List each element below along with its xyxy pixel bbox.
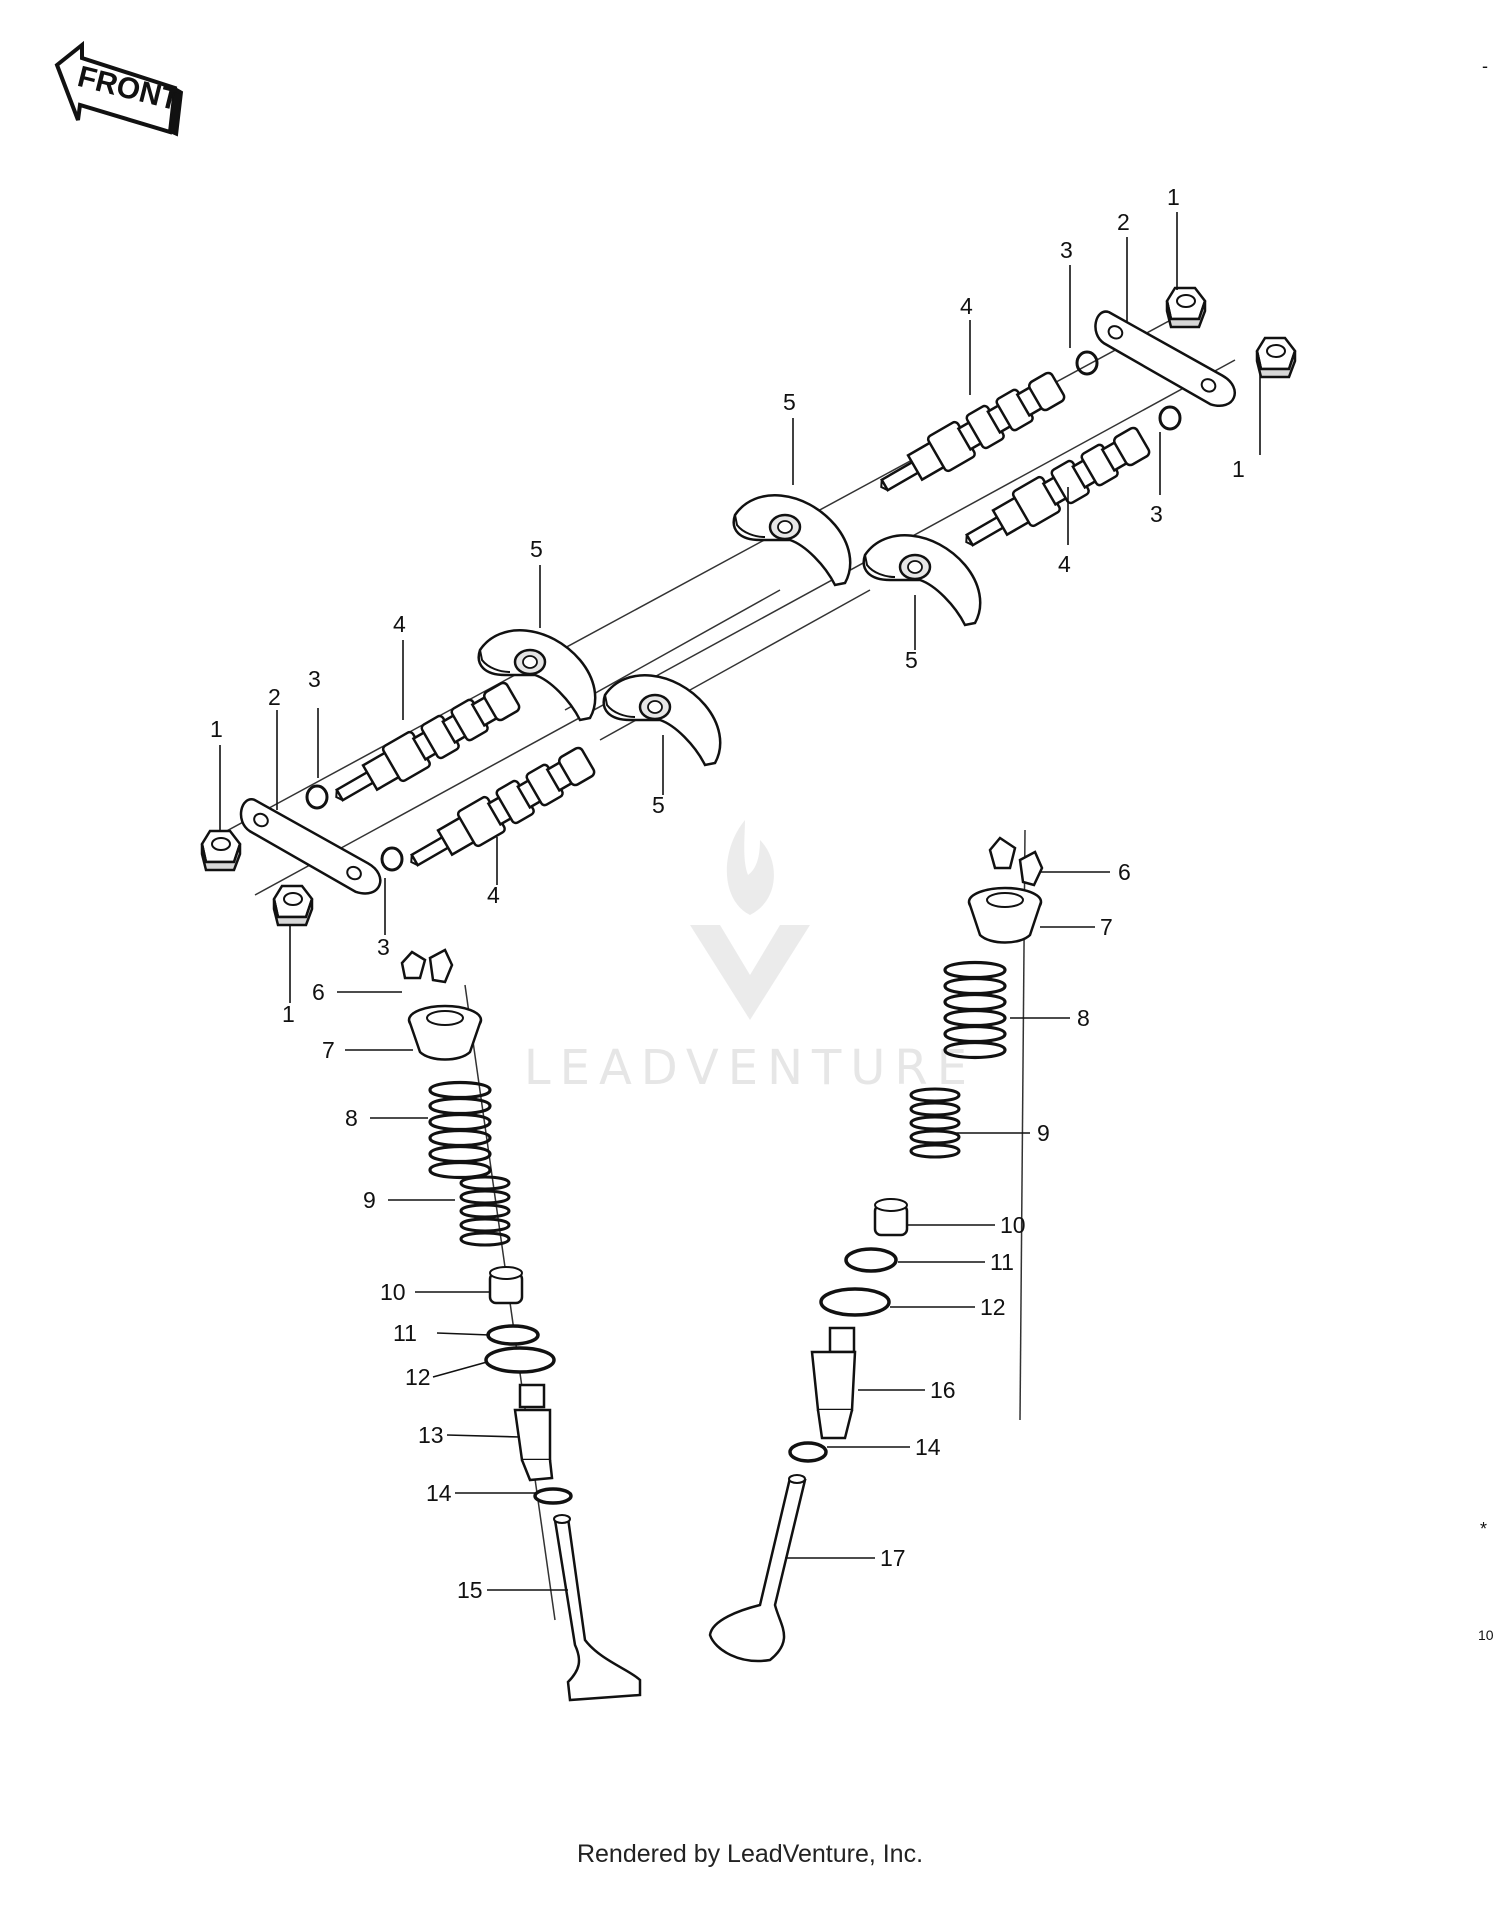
edge-mark-dash: - bbox=[1482, 56, 1488, 76]
o-ring-part bbox=[1158, 405, 1182, 431]
spring-seat-part bbox=[486, 1324, 540, 1346]
nut-part bbox=[1255, 336, 1297, 379]
spring-seat-part bbox=[819, 1287, 891, 1317]
o-ring-part bbox=[1075, 350, 1099, 376]
left-upper-part-group bbox=[200, 629, 722, 927]
o-ring-part bbox=[788, 1441, 828, 1463]
front-arrow-icon: FRONT bbox=[54, 40, 184, 137]
valve-stem-seal-part bbox=[873, 1198, 909, 1237]
exhaust-valve-part bbox=[553, 1514, 642, 1702]
outer-valve-spring-part bbox=[943, 960, 1007, 1060]
rocker-arm-part bbox=[602, 674, 722, 767]
callout-1: 1 bbox=[1167, 184, 1180, 210]
rocker-arm-part bbox=[732, 494, 852, 587]
callout-2: 2 bbox=[268, 684, 281, 710]
callout-3: 3 bbox=[1060, 237, 1073, 263]
callout-14: 14 bbox=[426, 1480, 452, 1506]
callout-17: 17 bbox=[880, 1545, 906, 1571]
callout-11: 11 bbox=[393, 1320, 417, 1346]
callout-5: 5 bbox=[783, 389, 796, 415]
callout-1: 1 bbox=[210, 716, 223, 742]
callout-4: 4 bbox=[393, 611, 406, 637]
callout-14: 14 bbox=[915, 1434, 941, 1460]
callout-13: 13 bbox=[418, 1422, 444, 1448]
camshaft-part bbox=[325, 676, 525, 816]
callout-labels: 1 1 1 1 2 2 3 3 3 3 4 4 4 4 5 5 5 5 6 6 … bbox=[210, 184, 1245, 1603]
callout-3: 3 bbox=[1150, 501, 1163, 527]
inner-valve-spring-part bbox=[459, 1175, 511, 1247]
callout-16: 16 bbox=[930, 1377, 956, 1403]
spring-retainer-part bbox=[967, 886, 1043, 944]
leadventure-watermark-logo bbox=[690, 820, 810, 1020]
callout-4: 4 bbox=[960, 293, 973, 319]
o-ring-part bbox=[305, 784, 329, 810]
rocker-arm-part bbox=[862, 534, 982, 627]
edge-mark-star: * bbox=[1480, 1519, 1487, 1539]
callout-10: 10 bbox=[1000, 1212, 1026, 1238]
callout-11: 11 bbox=[990, 1249, 1014, 1275]
cam-holder-plate-part bbox=[239, 798, 382, 895]
callout-1: 1 bbox=[1232, 456, 1245, 482]
callout-3: 3 bbox=[308, 666, 321, 692]
callout-7: 7 bbox=[322, 1037, 335, 1063]
right-valve-stack bbox=[708, 836, 1044, 1663]
callout-8: 8 bbox=[345, 1105, 358, 1131]
callout-12: 12 bbox=[980, 1294, 1006, 1320]
callout-2: 2 bbox=[1117, 209, 1130, 235]
o-ring-part bbox=[533, 1487, 573, 1505]
valve-guide-part bbox=[810, 1326, 857, 1440]
spring-seat-part bbox=[844, 1247, 898, 1273]
nut-part bbox=[272, 884, 314, 927]
callout-12: 12 bbox=[405, 1364, 431, 1390]
collet-part bbox=[400, 950, 427, 980]
callout-4: 4 bbox=[487, 882, 500, 908]
callout-10: 10 bbox=[380, 1279, 406, 1305]
callout-1: 1 bbox=[282, 1001, 295, 1027]
callout-9: 9 bbox=[1037, 1120, 1050, 1146]
footer-credit: Rendered by LeadVenture, Inc. bbox=[576, 1840, 924, 1868]
callout-7: 7 bbox=[1100, 914, 1113, 940]
callout-9: 9 bbox=[363, 1187, 376, 1213]
outer-valve-spring-part bbox=[428, 1080, 492, 1180]
edge-mark-code: 10 bbox=[1478, 1627, 1494, 1643]
callout-5: 5 bbox=[530, 536, 543, 562]
spring-seat-part bbox=[484, 1346, 556, 1374]
callout-leader-lines bbox=[219, 212, 1261, 1591]
nut-part bbox=[200, 829, 242, 872]
callout-8: 8 bbox=[1077, 1005, 1090, 1031]
collet-part bbox=[428, 948, 454, 984]
cam-holder-plate-part bbox=[1094, 310, 1236, 407]
right-upper-part-group bbox=[732, 286, 1297, 627]
collet-part bbox=[988, 836, 1017, 870]
callout-4: 4 bbox=[1058, 551, 1071, 577]
callout-6: 6 bbox=[312, 979, 325, 1005]
intake-valve-part bbox=[708, 1474, 807, 1663]
o-ring-part bbox=[380, 846, 404, 872]
watermark-text: LEADVENTURE bbox=[523, 1040, 977, 1096]
inner-valve-spring-part bbox=[909, 1087, 961, 1159]
collet-part bbox=[1018, 850, 1044, 887]
callout-5: 5 bbox=[652, 792, 665, 818]
valve-guide-part bbox=[513, 1383, 554, 1482]
valve-stem-seal-part bbox=[488, 1266, 524, 1305]
callout-6: 6 bbox=[1118, 859, 1131, 885]
spring-retainer-part bbox=[407, 1004, 483, 1061]
callout-5: 5 bbox=[905, 647, 918, 673]
callout-3: 3 bbox=[377, 934, 390, 960]
callout-15: 15 bbox=[457, 1577, 483, 1603]
nut-part bbox=[1165, 286, 1207, 329]
left-valve-stack bbox=[400, 948, 642, 1702]
